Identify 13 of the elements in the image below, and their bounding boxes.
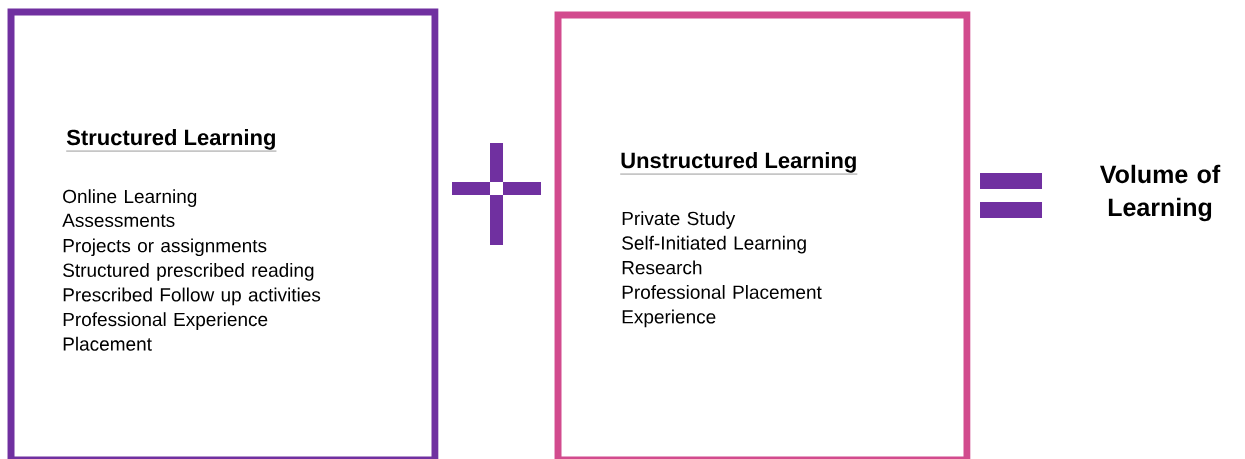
- list-item: Assessments: [62, 213, 175, 228]
- heading: Structured Learning: [66, 129, 277, 152]
- list-item: Projects or assignments: [63, 238, 267, 257]
- list-item: Research: [622, 260, 702, 275]
- result-label: Volume of Learning: [1100, 164, 1221, 222]
- list-item: Self-Initiated Learning: [622, 235, 806, 254]
- list-item: Private Study: [622, 211, 736, 229]
- list-item: Online Learning: [63, 189, 197, 207]
- list-item: Professional Placement Experience: [622, 285, 822, 328]
- list-item: Structured prescribed reading: [63, 263, 314, 281]
- list-item: Prescribed Follow up activities: [63, 287, 321, 306]
- heading: Unstructured Learning: [620, 152, 858, 175]
- list-item: Professional Experience Placement: [63, 312, 268, 351]
